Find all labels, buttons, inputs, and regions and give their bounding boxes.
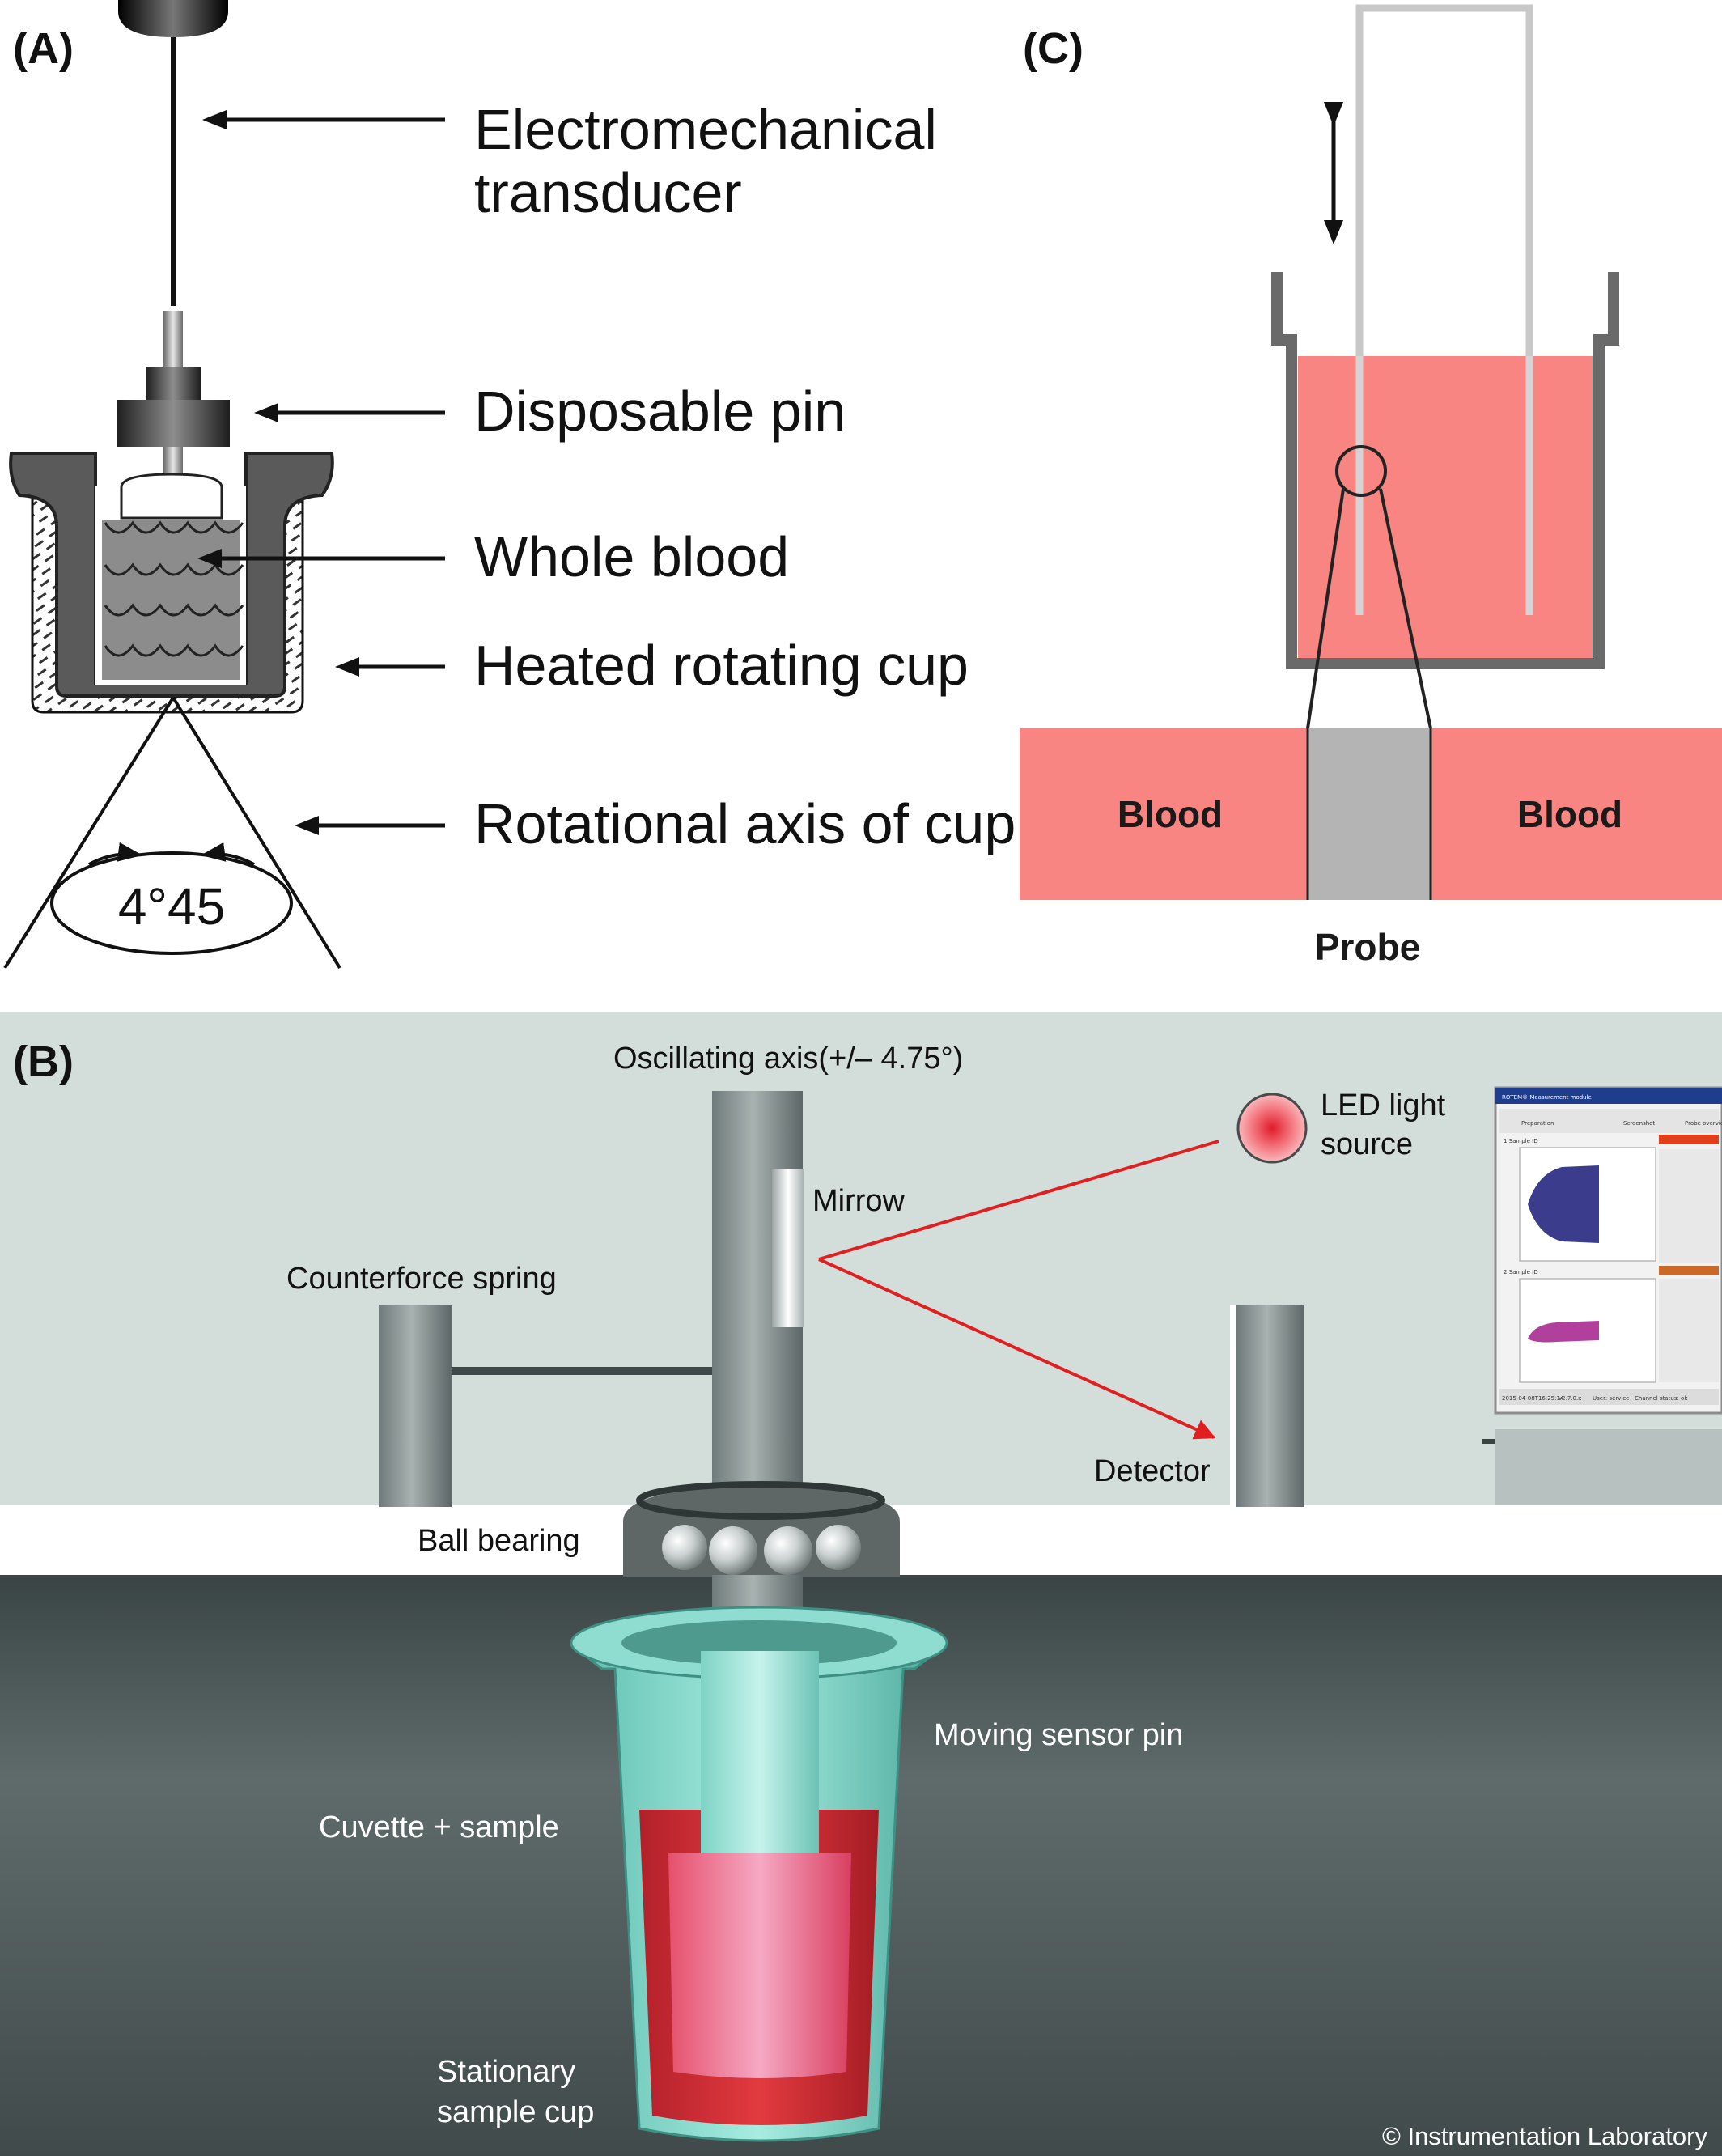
rotating-cup	[9, 452, 334, 698]
axis-label: Oscillating axis(+/– 4.75°)	[613, 1042, 963, 1076]
angle-label: 4°45	[118, 877, 225, 936]
panel-a: (A) 4°45 Electro	[3, 0, 1016, 970]
probe-frame	[1355, 4, 1533, 615]
monitor-footer-4: Channel status: ok	[1635, 1395, 1688, 1402]
detector-label: Detector	[1094, 1454, 1211, 1488]
monitor-statusbar	[1499, 1389, 1719, 1405]
bearing-housing	[623, 1486, 900, 1577]
led-label-line1: LED light	[1321, 1089, 1446, 1123]
pin-label: Disposable pin	[474, 380, 846, 443]
spring-label: Counterforce spring	[286, 1262, 557, 1296]
bearing-ball-3	[764, 1526, 812, 1575]
axis-cone-right	[172, 696, 341, 970]
monitor-values-1	[1659, 1149, 1719, 1263]
rotation-arrow-right	[201, 842, 255, 866]
cup-label: Heated rotating cup	[474, 634, 969, 697]
bearing-ball-4	[816, 1525, 861, 1570]
mirror	[772, 1169, 804, 1327]
bearing-ball-1	[662, 1525, 707, 1570]
panel-b-letter: (B)	[13, 1038, 74, 1086]
monitor-channel2-status	[1659, 1266, 1719, 1275]
monitor-trace-1	[1528, 1165, 1599, 1243]
rotation-arrow-left	[88, 842, 142, 866]
copyright-notice: © Instrumentation Laboratory	[1382, 2122, 1707, 2150]
rotation-ellipse	[50, 851, 293, 955]
detector-face	[1230, 1305, 1236, 1507]
monitor-channel1-status	[1659, 1135, 1719, 1144]
cuvette-opening	[621, 1620, 897, 1666]
bearing-ball-2	[709, 1526, 757, 1575]
mirror-label: Mirrow	[812, 1184, 906, 1218]
cup-label-line1: Stationary	[437, 2055, 575, 2089]
blood-wave-1	[104, 520, 244, 534]
zoom-line-right	[1379, 488, 1432, 729]
light-beam-reflected	[818, 1258, 1216, 1440]
transducer-head	[118, 0, 228, 37]
spring-post	[379, 1305, 452, 1507]
monitor-tab-3: Probe overview	[1685, 1120, 1722, 1127]
blood-label-left: Blood	[1118, 793, 1223, 835]
monitor-title: ROTEM® Measurement module	[1502, 1094, 1592, 1101]
sensor-pin-label: Moving sensor pin	[934, 1718, 1183, 1752]
panel-c: (C) Blood Blood Probe	[1020, 4, 1722, 968]
led-label-line2: source	[1321, 1127, 1413, 1161]
detector	[1236, 1305, 1304, 1507]
sensor-pin-head	[668, 1853, 851, 2078]
monitor-values-2	[1659, 1279, 1719, 1382]
light-beam-incident	[818, 1140, 1219, 1261]
axis-label: Rotational axis of cup	[474, 792, 1016, 855]
axis-cone-left	[3, 696, 175, 970]
moving-sensor-pin	[701, 1651, 819, 1853]
zoom-line-left	[1306, 488, 1345, 729]
monitor-tabbar	[1499, 1109, 1719, 1133]
monitor-trace-2	[1528, 1321, 1599, 1343]
monitor-base	[1495, 1429, 1722, 1505]
panel-a-letter: (A)	[13, 24, 74, 73]
monitor-cable	[1482, 1439, 1495, 1444]
bearing-ring	[636, 1481, 885, 1520]
monitor-titlebar	[1495, 1088, 1722, 1104]
panel-c-letter: (C)	[1023, 24, 1084, 73]
blood-wave-4	[104, 643, 244, 657]
pin-collar	[146, 367, 201, 401]
monitor-footer-3: User: service	[1593, 1395, 1630, 1402]
monitor-tab-2: Screenshot	[1623, 1120, 1655, 1127]
blood-label-right: Blood	[1517, 793, 1622, 835]
zoom-circle	[1335, 445, 1387, 497]
transducer-label-line1: Electromechanical	[474, 98, 937, 161]
blood-label: Whole blood	[474, 525, 789, 588]
monitor-channel1-label: 1 Sample ID	[1504, 1138, 1538, 1144]
pin-cylinder	[120, 473, 223, 520]
cup-blood-fill	[1298, 356, 1593, 660]
blood-wave-3	[104, 603, 244, 617]
pin-upper-shaft	[163, 311, 183, 369]
cup-label-line2: sample cup	[437, 2095, 594, 2129]
panel-b: (B) ROTEM® Me	[0, 1012, 1722, 2156]
cuvette-label: Cuvette + sample	[319, 1810, 559, 1844]
probe-label: Probe	[1315, 926, 1420, 968]
transducer-label-line2: transducer	[474, 161, 742, 224]
monitor-footer-2: v2.7.0.x	[1559, 1395, 1581, 1402]
magnified-probe	[1308, 728, 1431, 900]
pin-head	[117, 400, 230, 447]
monitor-tab-1: Preparation	[1521, 1120, 1554, 1127]
bearing-label: Ball bearing	[418, 1524, 580, 1558]
cup-wall	[1271, 272, 1619, 669]
led-light-source	[1236, 1093, 1308, 1164]
monitor-channel2-label: 2 Sample ID	[1504, 1269, 1538, 1275]
monitor-footer-1: 2015-04-08T16:25:14	[1502, 1395, 1564, 1402]
